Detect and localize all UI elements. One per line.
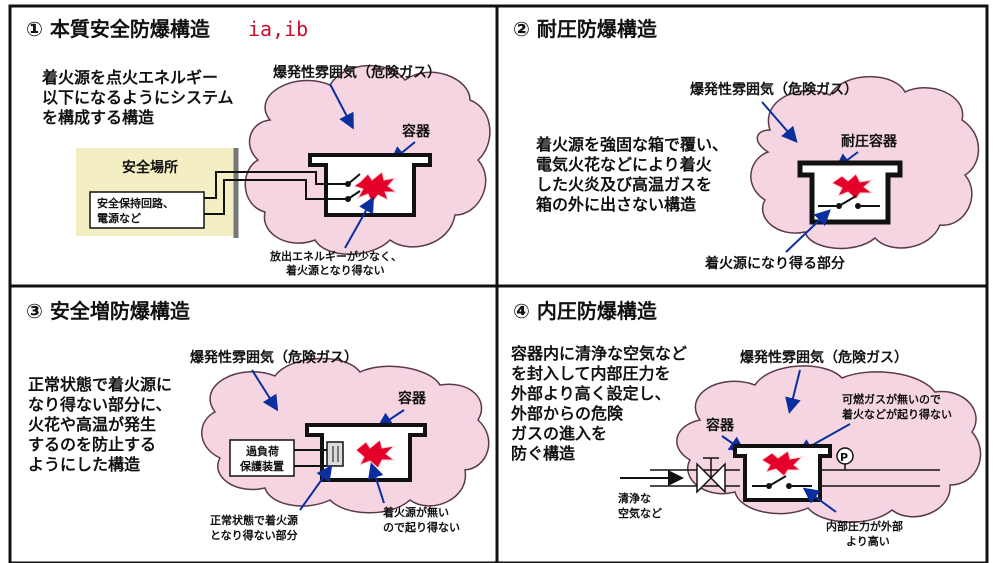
panel-4-desc-line-6: 防ぐ構造 [511, 444, 576, 463]
panel-1-atmosphere-label: 爆発性雰囲気（危険ガス） [273, 64, 441, 81]
panel-4-desc-line-1: 容器内に清浄な空気など [510, 344, 687, 363]
panel-3-atmosphere-arrow [251, 369, 279, 412]
panel-1-desc-line-1: 着火源を点火エネルギー [41, 68, 218, 87]
panel-3-overload-box [229, 439, 295, 477]
panel-1-note-line-1: 放出エネルギーが少なく、 [269, 249, 402, 263]
panel-1-title: ① 本質安全防爆構造 [26, 17, 211, 41]
panel-1-desc-line-3: を構成する構造 [42, 108, 155, 127]
panel-3-spark-icon [355, 439, 396, 469]
panel-4-clean-air-line-2: 空気など [618, 506, 662, 520]
panel-3-note-left-arrow [299, 464, 333, 511]
panel-3-note-right-line-2: ので起り得ない [383, 520, 460, 534]
panel-1-safe-circuit-line-2: 電源など [97, 211, 141, 225]
panel-3-terminal-block [326, 441, 344, 467]
panel-3-note-left-line-2: となり得ない部分 [210, 528, 298, 542]
panel-1-note-arrow [344, 196, 374, 249]
panel-1-atmosphere-arrow [329, 83, 354, 130]
panel-3-desc-line-3: 火花や高温が発生 [28, 415, 156, 434]
panel-1-desc-line-2: 以下になるようにシステム [42, 88, 234, 107]
panel-2-desc-line-3: した火炎及び高温ガスを [536, 175, 712, 194]
panel-1-note-line-2: 着火源となり得ない [285, 263, 385, 277]
panel-4: ④ 内圧防爆構造 容器内に清浄な空気など を封入して内部圧力を 外部より高く設定… [510, 299, 982, 548]
panel-3-atmosphere-label: 爆発性雰囲気（危険ガス） [190, 349, 358, 366]
panel-4-desc-line-4: 外部からの危険 [510, 404, 624, 423]
panel-4-desc-line-5: ガスの進入を [511, 424, 607, 443]
panel-1-wire-top [204, 171, 348, 199]
panel-4-desc-line-2: を封入して内部圧力を [511, 364, 671, 383]
panel-2-title: ② 耐圧防爆構造 [513, 17, 658, 41]
panel-1-wire-bottom [204, 179, 348, 215]
panel-4-valve-icon [696, 457, 726, 494]
panel-1: ① 本質安全防爆構造 ia,ib 着火源を点火エネルギー 以下になるようにシステ… [26, 17, 491, 277]
panel-3-overload-line-2: 保護装置 [239, 459, 284, 473]
panel-3-note-left-line-1: 正常状態で着火源 [210, 513, 298, 527]
panel-2-container-label: 耐圧容器 [841, 133, 898, 150]
panel-4-pressure-note-line-1: 内部圧力が外部 [826, 519, 903, 533]
panel-2-spark-icon [831, 173, 874, 200]
panel-3-note-right-line-1: 着火源が無い [382, 505, 449, 519]
panel-3-note-right-arrow [368, 462, 385, 504]
panel-2-atmosphere-arrow [761, 101, 798, 144]
panel-4-desc-line-3: 外部より高く設定し、 [510, 384, 671, 403]
panel-2-note: 着火源になり得る部分 [704, 255, 845, 272]
panel-4-atmosphere-arrow [785, 369, 801, 414]
panel-2-desc-line-4: 箱の外に出さない構造 [536, 195, 697, 214]
panel-4-spark-icon [761, 450, 804, 477]
panel-4-container-label: 容器 [705, 417, 735, 434]
panel-2-atmosphere-label: 爆発性雰囲気（危険ガス） [690, 81, 858, 98]
panel-4-pressure-note-arrow [802, 487, 837, 513]
panel-4-gas-note-line-2: 着火などが起り得ない [841, 407, 952, 421]
panel-4-pressure-gauge-icon: P [836, 447, 854, 470]
panel-4-clean-air-line-1: 清浄な [618, 491, 651, 505]
panel-3-desc-line-1: 正常状態で着火源に [28, 375, 172, 394]
panel-2-note-arrow [785, 209, 831, 253]
panel-4-pressure-symbol: P [840, 451, 848, 464]
panel-1-container-label: 容器 [401, 123, 431, 140]
panel-1-safe-circuit-line-1: 安全保持回路、 [97, 196, 174, 210]
panel-2: ② 耐圧防爆構造 爆発性雰囲気（危険ガス） 耐圧容器 着火源を強固な箱で覆い、 … [513, 17, 980, 272]
panel-3-container-label: 容器 [397, 390, 427, 407]
panel-2-switch-icon [818, 195, 880, 209]
panel-1-title-suffix: ia,ib [248, 17, 308, 41]
panel-3: ③ 安全増防爆構造 爆発性雰囲気（危険ガス） 正常状態で着火源に なり得ない部分… [26, 299, 490, 542]
panel-4-title: ④ 内圧防爆構造 [513, 299, 658, 323]
panel-3-overload-line-1: 過負荷 [245, 444, 279, 458]
panel-4-switch-icon [752, 475, 812, 489]
panel-2-desc-line-2: 電気火花などにより着火 [536, 155, 713, 174]
panel-3-desc-line-5: ようにした構造 [28, 455, 141, 474]
panel-4-atmosphere-label: 爆発性雰囲気（危険ガス） [740, 349, 908, 366]
panel-3-desc-line-2: なり得ない部分に、 [28, 395, 172, 414]
panel-1-safe-area-label: 安全場所 [122, 159, 178, 176]
panel-3-title: ③ 安全増防爆構造 [26, 299, 191, 323]
panel-3-desc-line-4: するのを防止する [28, 435, 156, 454]
panel-4-pressure-note-line-2: より高い [846, 534, 890, 548]
panel-4-gas-note-line-1: 可燃ガスが無いので [842, 392, 941, 406]
panel-2-desc-line-1: 着火源を強固な箱で覆い、 [535, 135, 728, 154]
panel-1-safe-circuit-box [89, 191, 205, 229]
panel-1-spark-icon [352, 171, 398, 204]
